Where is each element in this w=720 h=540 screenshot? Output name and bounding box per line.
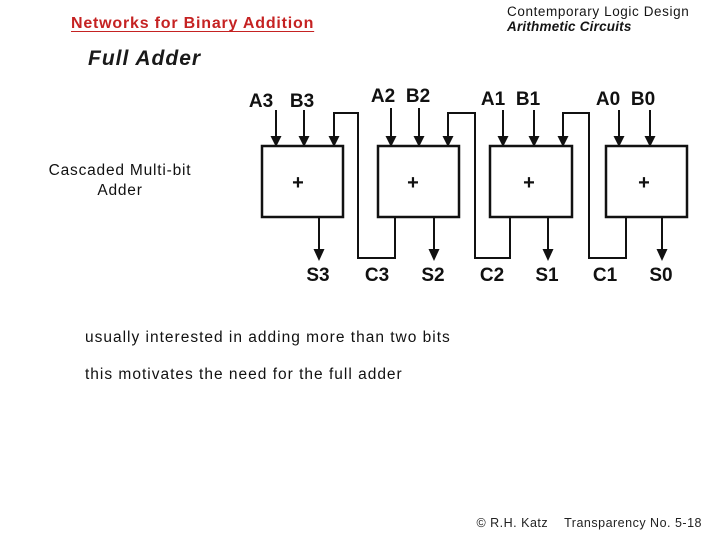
diagram-caption-line1: Cascaded Multi-bit bbox=[48, 162, 192, 179]
plus-operator: + bbox=[292, 172, 304, 194]
footer: © R.H. Katz Transparency No. 5-18 bbox=[476, 516, 702, 530]
adder-unit-2: A2 B2 + S2 bbox=[371, 86, 461, 286]
arrowhead bbox=[270, 136, 282, 147]
input-label-a: A0 bbox=[596, 89, 620, 110]
input-arrow-a bbox=[270, 110, 282, 147]
arrowhead bbox=[313, 249, 325, 261]
carry-label: C3 bbox=[365, 265, 389, 286]
arrowhead bbox=[528, 136, 540, 147]
course-header: Contemporary Logic Design Arithmetic Cir… bbox=[507, 4, 689, 34]
arrowhead bbox=[497, 136, 509, 147]
course-section: Arithmetic Circuits bbox=[507, 19, 632, 34]
note-line-1: usually interested in adding more than t… bbox=[85, 329, 451, 346]
sum-arrow bbox=[656, 217, 668, 261]
adder-box bbox=[260, 144, 345, 219]
adder-unit-1: A1 B1 + S1 bbox=[481, 89, 574, 286]
diagram-caption: Cascaded Multi-bit Adder bbox=[25, 161, 215, 201]
carry-wire-c1: C1 bbox=[557, 112, 627, 286]
carry-wire-path bbox=[333, 112, 396, 259]
arrowhead bbox=[613, 136, 625, 147]
carry-in-arrowhead bbox=[328, 136, 340, 147]
adder-box bbox=[488, 144, 574, 219]
carry-in-arrowhead bbox=[557, 136, 569, 147]
sum-arrow bbox=[313, 217, 325, 261]
carry-in-arrowhead bbox=[442, 136, 454, 147]
course-name: Contemporary Logic Design bbox=[507, 4, 690, 19]
carry-wire-c3: C3 bbox=[328, 112, 396, 286]
input-label-a: A1 bbox=[481, 89, 506, 110]
slide-title: Networks for Binary Addition bbox=[71, 15, 315, 32]
carry-wire-path bbox=[562, 112, 627, 259]
sum-arrow bbox=[428, 217, 440, 261]
arrowhead bbox=[413, 136, 425, 147]
input-arrow-b bbox=[413, 108, 425, 147]
arrowhead bbox=[644, 136, 656, 147]
arrowhead bbox=[428, 249, 440, 261]
input-arrow-b bbox=[644, 110, 656, 147]
input-label-b: B2 bbox=[406, 86, 430, 107]
carry-wire-c2: C2 bbox=[442, 112, 511, 286]
plus-operator: + bbox=[638, 172, 650, 194]
input-label-b: B1 bbox=[516, 89, 541, 110]
arrowhead bbox=[385, 136, 397, 147]
input-label-b: B3 bbox=[290, 91, 314, 112]
plus-operator: + bbox=[407, 172, 419, 194]
input-arrow-b bbox=[528, 110, 540, 147]
sum-label: S0 bbox=[649, 265, 672, 286]
sum-label: S3 bbox=[306, 265, 329, 286]
note-line-2: this motivates the need for the full add… bbox=[85, 366, 403, 383]
input-arrow-a bbox=[497, 110, 509, 147]
diagram-caption-line2: Adder bbox=[97, 182, 143, 199]
footer-copyright: © R.H. Katz bbox=[476, 516, 549, 530]
arrowhead bbox=[298, 136, 310, 147]
sum-arrow bbox=[542, 217, 554, 261]
carry-wire-path bbox=[447, 112, 511, 259]
arrowhead bbox=[656, 249, 668, 261]
input-label-a: A2 bbox=[371, 86, 395, 107]
input-arrow-a bbox=[385, 108, 397, 147]
carry-label: C1 bbox=[593, 265, 618, 286]
adder-box bbox=[376, 144, 461, 219]
slide-subtitle: Full Adder bbox=[88, 47, 202, 70]
adder-unit-0: A0 B0 + S0 bbox=[596, 89, 689, 286]
input-arrow-a bbox=[613, 110, 625, 147]
footer-transparency: Transparency No. 5-18 bbox=[564, 516, 702, 530]
adder-diagram: C3 C2 C1 A3 B3 + bbox=[249, 86, 689, 286]
arrowhead bbox=[542, 249, 554, 261]
sum-label: S1 bbox=[535, 265, 559, 286]
sum-label: S2 bbox=[421, 265, 444, 286]
plus-operator: + bbox=[523, 172, 535, 194]
adder-unit-3: A3 B3 + S3 bbox=[249, 91, 345, 286]
input-arrow-b bbox=[298, 110, 310, 147]
input-label-b: B0 bbox=[631, 89, 655, 110]
input-label-a: A3 bbox=[249, 91, 273, 112]
adder-box bbox=[604, 144, 689, 219]
carry-label: C2 bbox=[480, 265, 504, 286]
